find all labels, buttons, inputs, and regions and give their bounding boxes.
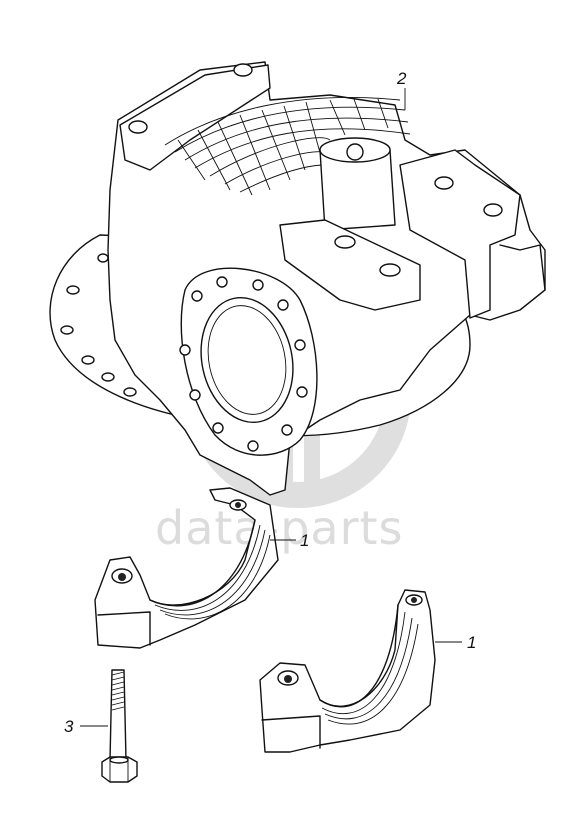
tube-flange-bolt-holes [179,276,308,452]
housing-right-bracket [399,149,521,319]
watermark-text: data-parts [155,501,404,555]
housing-mesh [164,96,411,196]
bearing-cap-upper [94,487,296,649]
callout-label-housing: 2 [396,69,407,88]
callout-label-bolt: 3 [64,717,74,736]
top-pad-hole-2 [128,120,148,134]
top-boss-hole [346,143,364,161]
housing-top-pad [119,64,271,171]
housing-tube-bore [200,296,294,424]
callout-label-cap-lower: 1 [467,633,476,652]
bearing-cap-lower [259,589,462,753]
bolt [80,669,138,783]
axle-housing [49,61,546,496]
top-pad-hole-1 [233,63,253,77]
callout-label-cap-upper: 1 [300,531,309,550]
bolt-thread [111,671,125,711]
housing-center-bracket [279,219,421,311]
